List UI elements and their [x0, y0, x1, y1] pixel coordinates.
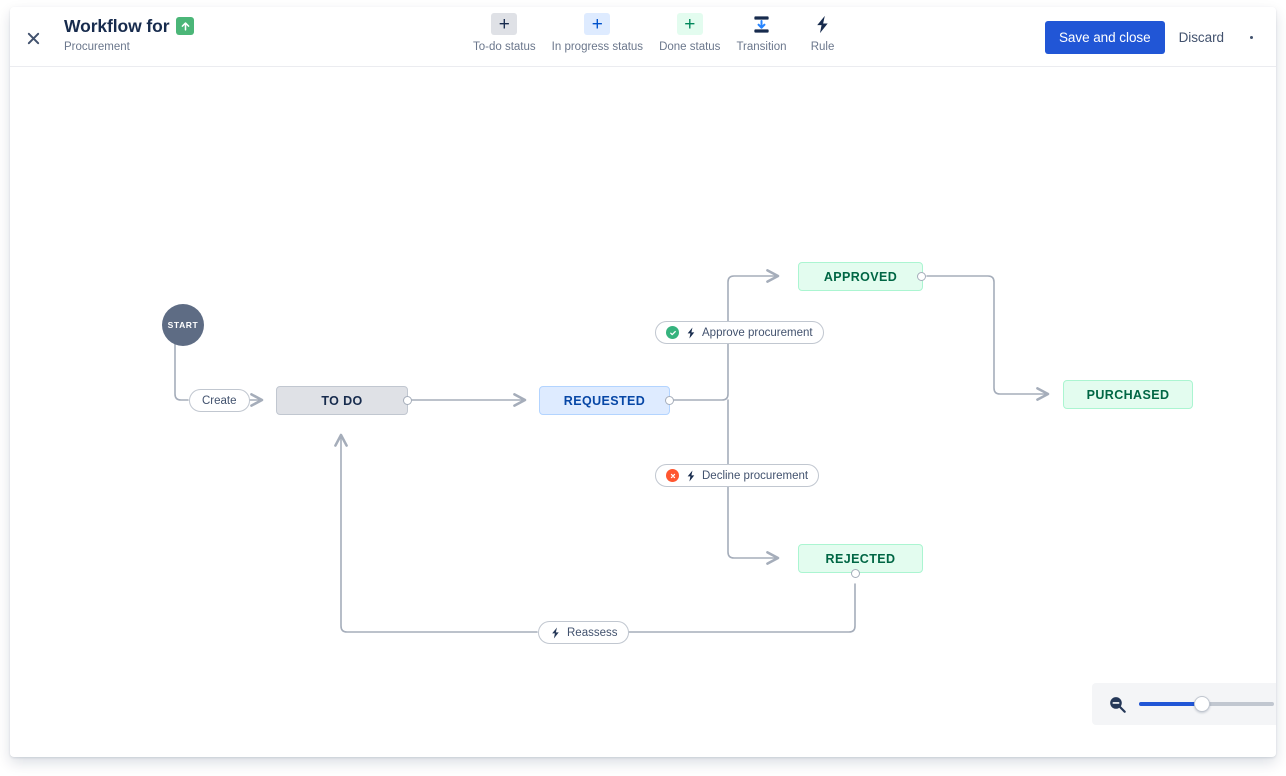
- discard-button[interactable]: Discard: [1165, 21, 1238, 54]
- status-node-label: REJECTED: [825, 551, 896, 566]
- error-cross-icon: [666, 469, 679, 482]
- add-transition-button[interactable]: Transition: [728, 13, 794, 53]
- status-node-todo[interactable]: TO DO: [276, 386, 408, 415]
- editor-toolbar: + To-do status + In progress status + Do…: [465, 13, 851, 53]
- start-node[interactable]: START: [162, 304, 204, 346]
- plus-icon: +: [491, 13, 518, 35]
- close-icon[interactable]: [19, 24, 47, 52]
- tool-label: In progress status: [551, 41, 644, 53]
- transition-approve-procurement[interactable]: Approve procurement: [655, 321, 824, 344]
- tool-label: Transition: [736, 41, 787, 53]
- header-actions: Save and close Discard: [1044, 21, 1264, 54]
- lightning-bolt-icon: [549, 626, 562, 639]
- zoom-control: [1092, 683, 1276, 725]
- page-subtitle: Procurement: [64, 41, 130, 53]
- lightning-bolt-icon: [684, 469, 697, 482]
- zoom-slider-knob[interactable]: [1194, 696, 1210, 712]
- success-check-icon: [666, 326, 679, 339]
- lightning-bolt-icon: [810, 13, 836, 35]
- transition-create[interactable]: Create: [189, 389, 250, 412]
- tool-label: Rule: [810, 41, 835, 53]
- task-up-arrow-icon: [176, 17, 195, 35]
- node-port-requested-right[interactable]: [665, 396, 674, 405]
- zoom-slider-fill: [1139, 702, 1201, 706]
- add-todo-status-button[interactable]: + To-do status: [465, 13, 544, 53]
- add-rule-button[interactable]: Rule: [795, 13, 851, 53]
- tool-label: Done status: [659, 41, 721, 53]
- lightning-bolt-icon: [684, 326, 697, 339]
- transition-label: Decline procurement: [702, 469, 809, 482]
- page-title: Workflow for: [64, 16, 170, 36]
- workflow-editor-window: Workflow for Procurement + To-do status …: [10, 7, 1276, 757]
- more-options-icon[interactable]: [1238, 21, 1264, 54]
- status-node-label: TO DO: [321, 393, 363, 408]
- zoom-slider[interactable]: [1139, 696, 1274, 712]
- start-node-label: START: [167, 320, 199, 330]
- node-port-rejected-bottom[interactable]: [851, 569, 860, 578]
- tool-label: To-do status: [473, 41, 536, 53]
- status-node-approved[interactable]: APPROVED: [798, 262, 923, 291]
- node-port-todo-right[interactable]: [403, 396, 412, 405]
- add-in-progress-status-button[interactable]: + In progress status: [544, 13, 651, 53]
- status-node-purchased[interactable]: PURCHASED: [1063, 380, 1193, 409]
- transition-icon: [748, 13, 774, 35]
- transition-reassess[interactable]: Reassess: [538, 621, 629, 644]
- editor-header: Workflow for Procurement + To-do status …: [10, 7, 1276, 67]
- status-node-label: PURCHASED: [1086, 387, 1170, 402]
- plus-icon: +: [584, 13, 611, 35]
- title-block: Workflow for Procurement: [64, 15, 195, 54]
- transition-label: Reassess: [567, 626, 618, 639]
- add-done-status-button[interactable]: + Done status: [651, 13, 728, 53]
- save-and-close-button[interactable]: Save and close: [1044, 21, 1165, 54]
- transition-label: Create: [202, 394, 237, 407]
- status-node-rejected[interactable]: REJECTED: [798, 544, 923, 573]
- status-node-label: APPROVED: [823, 269, 898, 284]
- workflow-edges: [174, 269, 1050, 633]
- workflow-canvas[interactable]: START Create TO DO REQUESTED APPROVED RE…: [10, 67, 1276, 756]
- node-port-approved-right[interactable]: [917, 272, 926, 281]
- status-node-requested[interactable]: REQUESTED: [539, 386, 670, 415]
- plus-icon: +: [676, 13, 703, 35]
- zoom-out-icon[interactable]: [1108, 695, 1127, 714]
- transition-decline-procurement[interactable]: Decline procurement: [655, 464, 820, 487]
- status-node-label: REQUESTED: [563, 393, 646, 408]
- transition-label: Approve procurement: [702, 326, 813, 339]
